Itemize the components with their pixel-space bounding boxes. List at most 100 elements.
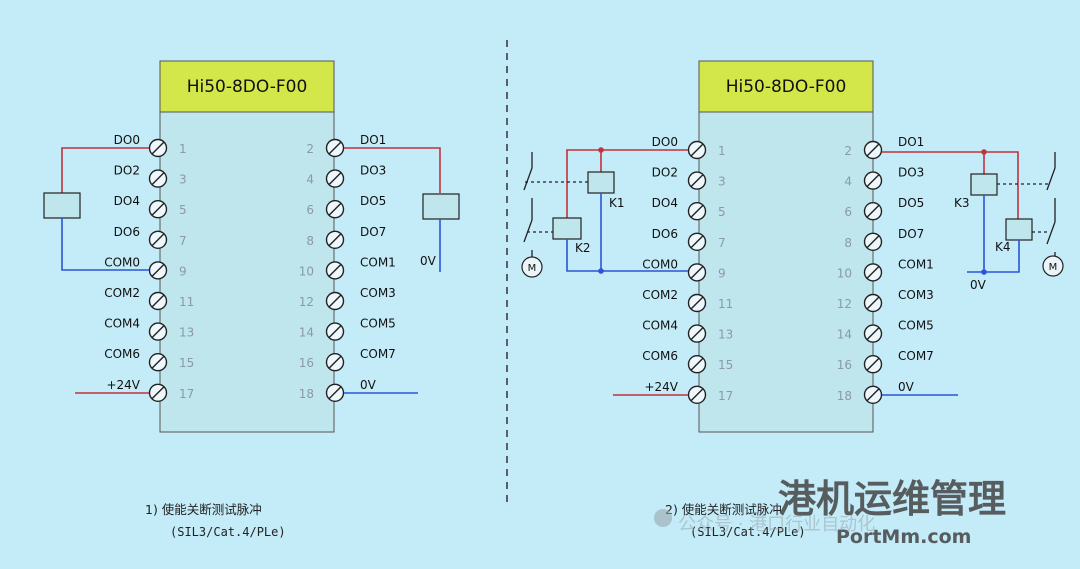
terminal-screw-icon: [687, 201, 707, 221]
terminal-screw-icon: [687, 171, 707, 190]
terminal-screw-icon: [687, 385, 707, 404]
terminal-number: 18: [299, 387, 314, 401]
right-signal-label: COM3: [360, 286, 396, 300]
terminal-screw-icon: [325, 230, 345, 250]
terminal-screw-icon: [148, 291, 168, 311]
terminal-number: 3: [179, 173, 187, 187]
caption-2-line1: 2) 使能关断测试脉冲: [665, 502, 782, 517]
terminal-number: 17: [718, 389, 733, 403]
right-signal-label: COM1: [898, 257, 934, 271]
terminal-screw-icon: [325, 383, 345, 402]
terminal-number: 14: [837, 328, 852, 342]
terminal-number: 2: [844, 144, 852, 158]
right-signal-label: COM5: [898, 319, 934, 333]
terminal-number: 8: [844, 236, 852, 250]
right-signal-label: COM7: [898, 349, 934, 363]
terminal-screw-icon: [863, 324, 883, 343]
terminal-number: 6: [844, 205, 852, 219]
left-signal-label: COM0: [104, 255, 140, 269]
relay-coil-k1: [587, 171, 615, 194]
left-signal-label: DO6: [114, 225, 140, 239]
terminal-screw-icon: [863, 293, 883, 313]
caption-2-line2: (SIL3/Cat.4/PLe): [690, 525, 806, 539]
caption-1-line1: 1) 使能关断测试脉冲: [145, 502, 262, 517]
terminal-number: 4: [306, 173, 314, 187]
wire-com0: [566, 239, 688, 272]
terminal-number: 2: [306, 142, 314, 156]
terminal-screw-icon: [687, 232, 707, 252]
terminal-number: 7: [718, 236, 726, 250]
terminal-screw-icon: [148, 199, 168, 219]
right-signal-label: DO5: [898, 196, 924, 210]
relay-label-k1: K1: [609, 196, 625, 210]
terminal-number: 10: [299, 264, 314, 278]
terminal-number: 1: [179, 142, 187, 156]
terminal-number: 16: [837, 358, 852, 372]
terminal-screw-icon: [687, 293, 707, 313]
right-signal-label: COM5: [360, 317, 396, 331]
watermark-title: 港机运维管理: [778, 477, 1006, 521]
terminal-number: 4: [844, 175, 852, 189]
right-signal-label: COM7: [360, 347, 396, 361]
relay-label-k4: K4: [995, 240, 1011, 254]
terminal-number: 12: [837, 297, 852, 311]
left-signal-label: COM6: [104, 347, 140, 361]
motor-icon: [521, 256, 543, 278]
junction-dot: [981, 269, 987, 275]
left-signal-label: DO6: [652, 227, 678, 241]
mechanical-link: [997, 183, 1050, 233]
terminal-number: 16: [299, 356, 314, 370]
left-signal-label: COM4: [642, 319, 678, 333]
right-signal-label: 0V: [360, 378, 377, 392]
wire-do1: [344, 147, 441, 193]
terminal-screw-icon: [148, 383, 168, 402]
relay-coil-k2: [552, 217, 582, 240]
left-signal-label: COM2: [104, 286, 140, 300]
terminal-number: 7: [179, 234, 187, 248]
watermark-url: PortMm.com: [836, 526, 971, 548]
relay-label-k2: K2: [575, 241, 591, 255]
terminal-screw-icon: [148, 138, 168, 158]
module-header: [159, 60, 335, 113]
mechanical-link: [525, 181, 588, 233]
terminal-number: 5: [718, 205, 726, 219]
wire-com0: [61, 218, 149, 271]
terminal-screw-icon: [863, 263, 883, 282]
motor-label: M: [1049, 262, 1058, 273]
terminal-number: 1: [718, 144, 726, 158]
terminal-number: 12: [299, 295, 314, 309]
load-coil-left: [43, 192, 81, 219]
junction-dot: [598, 268, 604, 274]
terminal-number: 11: [718, 297, 733, 311]
terminal-screw-icon: [325, 138, 345, 158]
caption-1-line2: (SIL3/Cat.4/PLe): [170, 525, 286, 539]
motor-label: M: [528, 263, 537, 274]
left-signal-label: DO2: [114, 164, 140, 178]
left-signal-label: DO2: [652, 166, 678, 180]
module-label: Hi50-8DO-F00: [187, 77, 308, 97]
terminal-screw-icon: [325, 353, 345, 372]
relay-coil-k4: [1005, 218, 1033, 241]
left-signal-label: +24V: [644, 380, 678, 394]
junction-dot: [981, 149, 987, 155]
terminal-screw-icon: [325, 291, 345, 311]
terminal-screw-icon: [148, 169, 168, 188]
left-signal-label: +24V: [106, 378, 140, 392]
terminal-screw-icon: [687, 263, 707, 282]
terminal-number: 8: [306, 234, 314, 248]
load-0v-label: 0V: [970, 278, 987, 292]
wire-do1: [882, 151, 1019, 219]
right-signal-label: DO7: [898, 227, 924, 241]
left-signal-label: COM4: [104, 317, 140, 331]
terminal-screw-icon: [863, 232, 883, 252]
left-signal-label: COM2: [642, 288, 678, 302]
terminal-number: 9: [718, 266, 726, 280]
terminal-number: 15: [179, 356, 194, 370]
right-signal-label: DO1: [360, 133, 386, 147]
module-body: [698, 111, 874, 433]
terminal-screw-icon: [863, 171, 883, 190]
terminal-number: 6: [306, 203, 314, 217]
